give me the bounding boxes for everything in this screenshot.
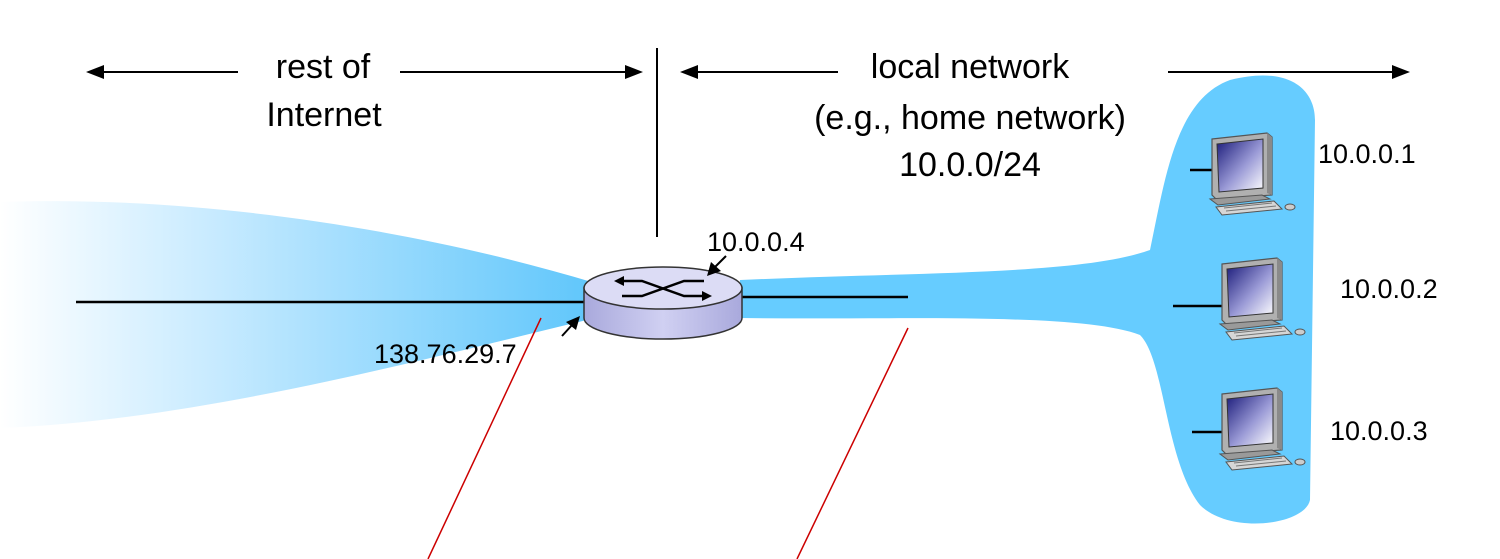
local-network-label-line1: local network — [871, 48, 1070, 86]
local-network-arrow-left — [680, 65, 838, 79]
internet-cloud — [0, 201, 595, 428]
local-network-prefix-label: 10.0.0/24 — [899, 146, 1041, 184]
host-3-address: 10.0.0.3 — [1330, 416, 1428, 446]
local-network-cloud — [740, 75, 1315, 524]
host-2-address: 10.0.0.2 — [1340, 274, 1438, 304]
rest-of-internet-arrow-right — [400, 65, 643, 79]
router-local-address-pointer — [707, 255, 727, 276]
internet-side-callout-line — [427, 317, 542, 559]
local-network-arrow-right — [1168, 65, 1410, 79]
rest-of-internet-label-line1: rest of — [276, 48, 371, 86]
router-internet-address: 138.76.29.7 — [374, 339, 517, 369]
host-1-address: 10.0.0.1 — [1318, 139, 1416, 169]
nat-router-icon — [583, 266, 743, 340]
rest-of-internet-label-line2: Internet — [266, 96, 382, 134]
rest-of-internet-arrow-left — [86, 65, 238, 79]
local-network-label-line2: (e.g., home network) — [814, 99, 1126, 137]
router-local-address: 10.0.0.4 — [707, 227, 805, 257]
router-internet-address-pointer — [561, 316, 580, 337]
local-side-callout-line — [796, 327, 909, 559]
